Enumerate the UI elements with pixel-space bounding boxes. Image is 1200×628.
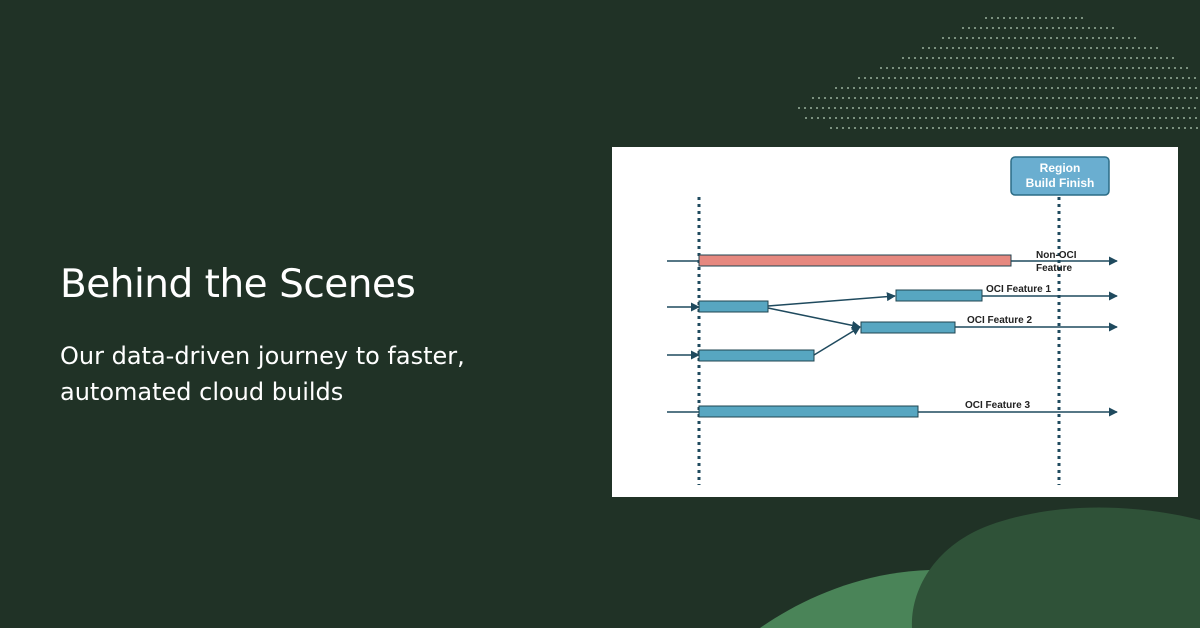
hill-dark-decoration bbox=[911, 507, 1200, 628]
oci-feature2-label: OCI Feature 2 bbox=[967, 315, 1032, 326]
dependency-connector-3 bbox=[813, 326, 861, 356]
diagram-panel: Region Build Finish Non-OCI Feature OCI bbox=[612, 147, 1178, 497]
oci-feature3-bar bbox=[698, 405, 919, 418]
finish-label-line2: Build Finish bbox=[1026, 176, 1095, 190]
non-oci-label-line2: Feature bbox=[1036, 263, 1073, 274]
oci-prerequisite-bar-b bbox=[698, 349, 815, 362]
oci-feature1-label: OCI Feature 1 bbox=[986, 284, 1051, 295]
oci-feature2-bar bbox=[860, 321, 956, 334]
oci-feature3-label: OCI Feature 3 bbox=[965, 400, 1030, 411]
page-subtitle: Our data-driven journey to faster, autom… bbox=[60, 342, 465, 406]
finish-label-line1: Region bbox=[1040, 161, 1081, 175]
page-title: Behind the Scenes bbox=[60, 262, 416, 307]
region-build-finish-label: Region Build Finish bbox=[1010, 156, 1110, 196]
oci-feature1-bar bbox=[895, 289, 983, 302]
dependency-connector-2 bbox=[767, 307, 861, 330]
dependency-connector-1 bbox=[767, 292, 896, 307]
oci-prerequisite-bar-a bbox=[698, 300, 769, 313]
non-oci-label-line1: Non-OCI bbox=[1036, 250, 1077, 261]
build-timeline-diagram: Region Build Finish Non-OCI Feature OCI bbox=[667, 156, 1118, 485]
dot-pattern-decoration bbox=[798, 17, 1200, 129]
non-oci-feature-bar bbox=[698, 254, 1012, 267]
